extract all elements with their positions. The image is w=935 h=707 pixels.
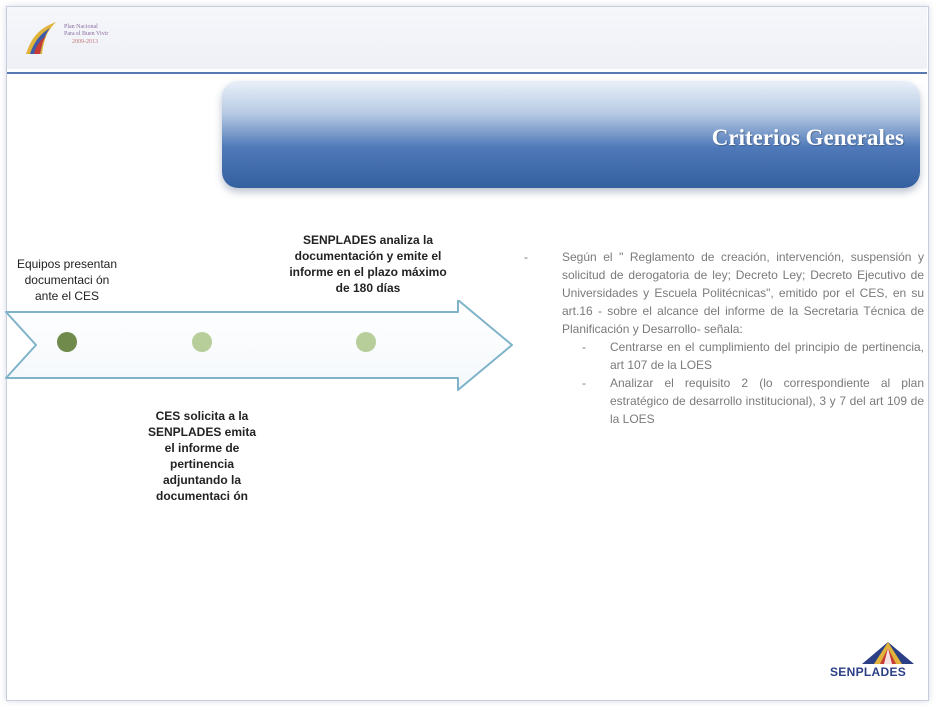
logo-line-1: Plan Nacional [64,24,98,30]
senplades-brand: SENPLADES [830,665,907,679]
slide-border [6,6,929,701]
criteria-item-text: Centrarse en el cumplimiento del princip… [610,340,924,372]
senplades-logo-icon [862,642,914,664]
page-title: Criterios Generales [711,125,904,150]
criteria-item-text: Analizar el requisito 2 (lo correspondie… [610,376,924,426]
step-2-label: CES solicita a la SENPLADES emita el inf… [147,409,257,503]
logo-line-3: 2009-2013 [72,39,98,45]
timeline-dot-2 [192,332,212,352]
criteria-bullet: - [524,250,528,264]
criteria-item-bullet: - [582,376,586,390]
header-band [7,7,927,69]
step-1-label: Equipos presentan documentaci ón ante el… [16,257,118,303]
logo-line-2: Para el Buen Vivir [64,31,109,37]
criteria-item: - Centrarse en el cumplimiento del princ… [562,338,924,374]
plan-nacional-logo: Plan Nacional Para el Buen Vivir 2009-20… [22,18,132,66]
plan-nacional-emblem-icon [26,22,56,54]
criteria-item: - Analizar el requisito 2 (lo correspond… [562,374,924,428]
step-3-label: SENPLADES analiza la documentación y emi… [289,233,447,295]
criteria-item-bullet: - [582,340,586,354]
criteria-paragraph: Según el " Reglamento de creación, inter… [562,250,924,336]
process-arrow [5,300,513,391]
header-divider [7,72,927,74]
timeline-dot-1 [57,332,77,352]
timeline-dot-3 [356,332,376,352]
title-banner: Criterios Generales [222,81,920,188]
criteria-text: - Según el " Reglamento de creación, int… [524,248,924,428]
